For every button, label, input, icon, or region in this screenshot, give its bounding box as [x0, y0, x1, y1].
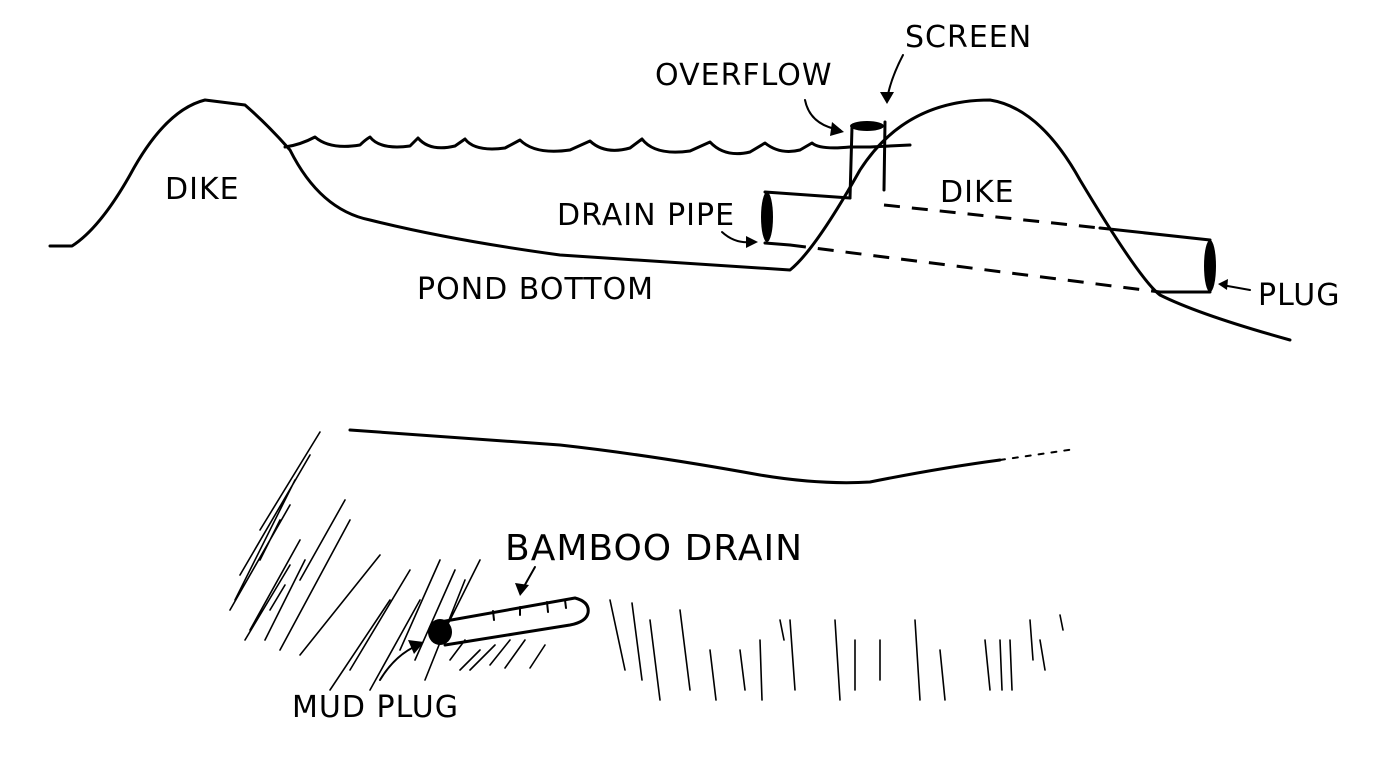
overflow-arrowhead	[830, 122, 844, 136]
pipe-dashed-lower	[789, 243, 1161, 294]
label-dike-right: DIKE	[940, 175, 1015, 210]
left-dike-outline	[48, 98, 1292, 342]
label-overflow: OVERFLOW	[655, 58, 833, 93]
label-pond-bottom: POND BOTTOM	[417, 272, 655, 307]
screen-cap	[850, 121, 884, 131]
plug-end	[1204, 240, 1216, 292]
pipe-exit	[1098, 226, 1212, 294]
water-surface	[283, 135, 912, 156]
screen-arrowhead	[880, 92, 894, 104]
drain-pipe-opening	[761, 192, 773, 242]
label-plug: PLUG	[1258, 278, 1341, 313]
ground-surface-dashed	[999, 448, 1076, 461]
bamboo-segments	[492, 599, 567, 621]
label-screen: SCREEN	[905, 20, 1033, 55]
drain-pipe-body	[763, 190, 852, 247]
mud-plug-arrowhead	[408, 640, 424, 654]
ground-surface	[348, 428, 1002, 485]
label-mud-plug: MUD PLUG	[292, 690, 459, 725]
overflow-pipe	[848, 120, 887, 200]
bamboo-arrowhead	[515, 583, 529, 596]
pipe-dashed-upper	[883, 203, 1101, 230]
label-bamboo-drain: BAMBOO DRAIN	[505, 528, 804, 569]
label-dike-left: DIKE	[165, 172, 240, 207]
bamboo-drain	[438, 596, 590, 647]
label-drain-pipe: DRAIN PIPE	[557, 198, 736, 233]
drain-pipe-arrowhead	[746, 236, 758, 248]
plug-arrowhead	[1218, 279, 1228, 290]
mud-plug	[428, 619, 452, 645]
